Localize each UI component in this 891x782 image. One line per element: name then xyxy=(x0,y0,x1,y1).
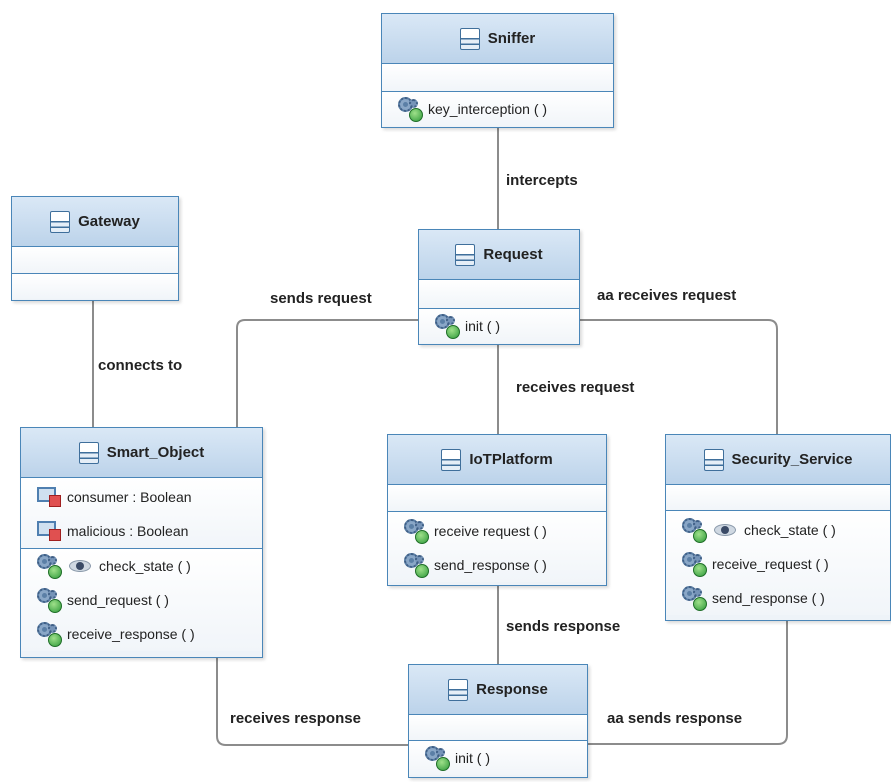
class-name: Smart_Object xyxy=(106,444,205,461)
class-request[interactable]: Request init ( ) xyxy=(418,229,580,345)
label-receives-request: receives request xyxy=(516,379,635,396)
operation-row[interactable]: init ( ) xyxy=(409,741,587,775)
operation-icon xyxy=(680,550,708,578)
operation-label: send_response ( ) xyxy=(712,590,825,606)
operation-row[interactable]: init ( ) xyxy=(419,309,579,343)
class-security-service[interactable]: Security_Service check_state ( ) receive… xyxy=(665,434,891,621)
attributes-section xyxy=(419,280,579,309)
operation-icon xyxy=(402,517,430,545)
attributes-section xyxy=(12,247,178,274)
label-sends-request: sends request xyxy=(270,290,372,307)
class-header: Security_Service xyxy=(666,435,890,485)
operation-icon xyxy=(35,586,63,614)
class-icon xyxy=(455,243,476,266)
label-sends-response: sends response xyxy=(506,618,621,635)
operation-icon xyxy=(433,312,461,340)
operation-label: receive request ( ) xyxy=(434,523,547,539)
operation-row[interactable]: receive_response ( ) xyxy=(21,617,262,651)
class-header: Request xyxy=(419,230,579,280)
label-intercepts: intercepts xyxy=(506,172,578,189)
operations-section: check_state ( ) receive_request ( ) send… xyxy=(666,511,890,615)
eye-icon xyxy=(69,560,91,572)
label-receives-response: receives response xyxy=(230,710,361,727)
operation-icon xyxy=(396,95,424,123)
operation-label: receive_request ( ) xyxy=(712,556,829,572)
attributes-section xyxy=(666,485,890,511)
class-header: Smart_Object xyxy=(21,428,262,478)
class-header: Sniffer xyxy=(382,14,613,64)
operation-row[interactable]: send_response ( ) xyxy=(666,581,890,615)
operations-section: init ( ) xyxy=(409,741,587,775)
class-header: Gateway xyxy=(12,197,178,247)
attribute-row[interactable]: malicious : Boolean xyxy=(21,514,262,548)
class-sniffer[interactable]: Sniffer key_interception ( ) xyxy=(381,13,614,128)
class-icon xyxy=(448,678,469,701)
attribute-label: consumer : Boolean xyxy=(67,489,192,505)
operation-row[interactable]: key_interception ( ) xyxy=(382,92,613,126)
class-name: Gateway xyxy=(78,213,140,230)
operations-section: receive request ( ) send_response ( ) xyxy=(388,512,606,582)
eye-icon xyxy=(714,524,736,536)
operation-label: check_state ( ) xyxy=(744,522,836,538)
class-icon xyxy=(703,448,724,471)
operation-label: receive_response ( ) xyxy=(67,626,195,642)
attributes-section xyxy=(388,485,606,512)
operation-label: check_state ( ) xyxy=(99,558,191,574)
attributes-section: consumer : Boolean malicious : Boolean xyxy=(21,478,262,549)
operation-row[interactable]: receive_request ( ) xyxy=(666,547,890,581)
attributes-section xyxy=(409,715,587,741)
operation-label: init ( ) xyxy=(465,318,500,334)
operation-icon xyxy=(680,584,708,612)
operation-label: send_request ( ) xyxy=(67,592,169,608)
operation-icon xyxy=(402,551,430,579)
operation-icon xyxy=(680,516,708,544)
class-name: Sniffer xyxy=(487,30,536,47)
class-icon xyxy=(50,210,71,233)
label-connects-to: connects to xyxy=(98,357,183,374)
class-icon xyxy=(459,27,480,50)
operation-icon xyxy=(423,744,451,772)
edge-request-securityservice xyxy=(580,319,778,434)
operations-section: check_state ( ) send_request ( ) receive… xyxy=(21,549,262,651)
edge-securityservice-response xyxy=(588,620,788,745)
operation-label: key_interception ( ) xyxy=(428,101,548,117)
class-iot-platform[interactable]: IoTPlatform receive request ( ) send_res… xyxy=(387,434,607,586)
class-gateway[interactable]: Gateway xyxy=(11,196,179,301)
operation-icon xyxy=(35,620,63,648)
operation-row[interactable]: send_response ( ) xyxy=(388,548,606,582)
operation-label: send_response ( ) xyxy=(434,557,547,573)
class-name: Response xyxy=(476,681,548,698)
operations-section: init ( ) xyxy=(419,309,579,343)
class-icon xyxy=(441,448,462,471)
class-response[interactable]: Response init ( ) xyxy=(408,664,588,778)
class-icon xyxy=(78,441,99,464)
attribute-row[interactable]: consumer : Boolean xyxy=(21,480,262,514)
class-smart-object[interactable]: Smart_Object consumer : Boolean maliciou… xyxy=(20,427,263,658)
label-aa-sends-response: aa sends response xyxy=(607,710,743,727)
edge-smartobject-response xyxy=(216,657,408,746)
operation-row[interactable]: check_state ( ) xyxy=(666,513,890,547)
operations-section xyxy=(12,274,178,299)
operation-row[interactable]: check_state ( ) xyxy=(21,549,262,583)
class-header: Response xyxy=(409,665,587,715)
edge-request-smartobject xyxy=(236,319,418,428)
operations-section: key_interception ( ) xyxy=(382,92,613,126)
label-aa-receives-request: aa receives request xyxy=(597,287,737,304)
operation-icon xyxy=(35,552,63,580)
operation-row[interactable]: send_request ( ) xyxy=(21,583,262,617)
attributes-section xyxy=(382,64,613,92)
class-name: Security_Service xyxy=(731,451,853,468)
class-header: IoTPlatform xyxy=(388,435,606,485)
attribute-icon xyxy=(35,484,63,510)
attribute-label: malicious : Boolean xyxy=(67,523,189,539)
attribute-icon xyxy=(35,518,63,544)
operation-row[interactable]: receive request ( ) xyxy=(388,514,606,548)
operation-label: init ( ) xyxy=(455,750,490,766)
class-name: IoTPlatform xyxy=(469,451,553,468)
class-name: Request xyxy=(483,246,543,263)
